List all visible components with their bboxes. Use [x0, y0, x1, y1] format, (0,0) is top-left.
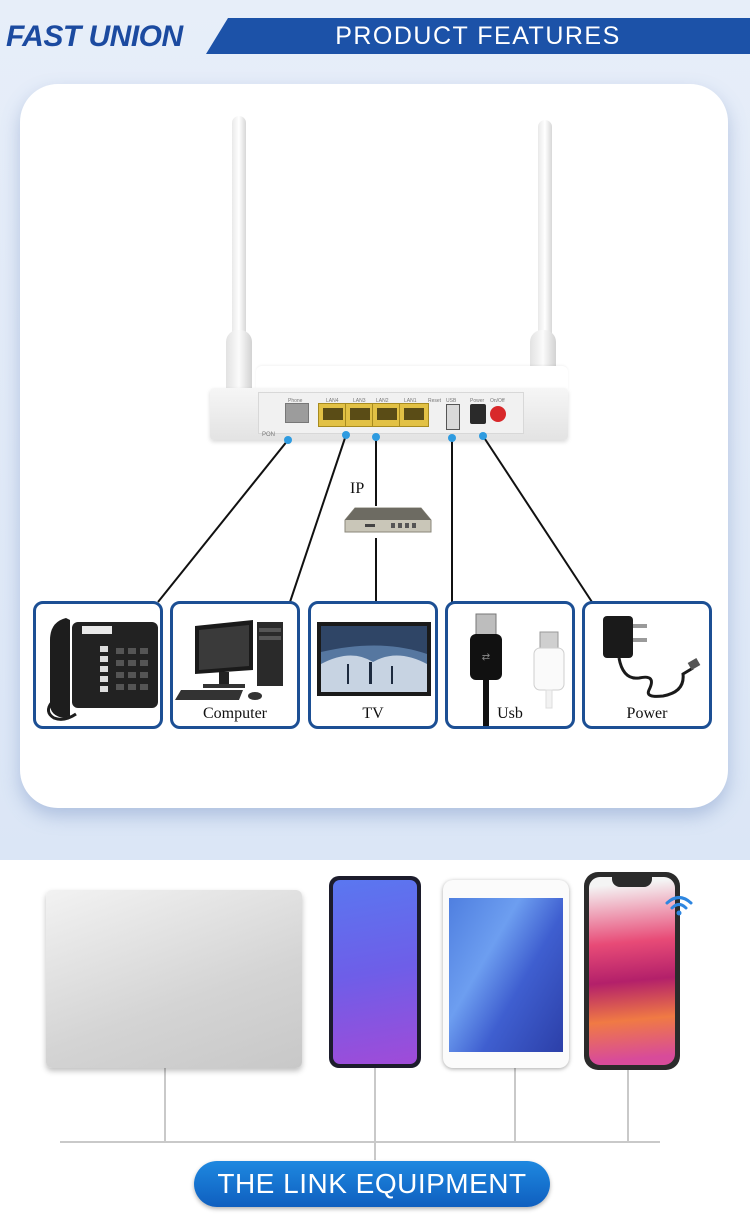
dot-usb	[448, 434, 456, 442]
device-box-power: Power	[582, 601, 712, 729]
iphone-notch	[612, 877, 652, 887]
page-title: PRODUCT FEATURES	[335, 22, 621, 50]
device-box-computer: Computer	[170, 601, 300, 729]
link-equipment-banner	[194, 1161, 550, 1207]
usb-port	[446, 404, 460, 430]
wifi-icon	[665, 896, 693, 916]
onoff-button	[490, 406, 506, 422]
tv-icon	[317, 622, 431, 696]
device-label-usb: Usb	[497, 705, 523, 722]
line-computer	[289, 434, 347, 603]
port-label-phone: Phone	[288, 398, 303, 404]
power-port	[470, 404, 486, 424]
pon-label: PON	[262, 432, 276, 438]
device-label-power: Power	[626, 705, 668, 722]
power-adapter-icon	[603, 616, 701, 698]
desk-phone-icon	[47, 618, 158, 721]
android-phone-screen	[333, 880, 417, 1064]
usb-cable-icon: ⇄	[470, 613, 565, 726]
dot-power	[479, 432, 487, 440]
router-top	[256, 366, 568, 390]
device-box-phone	[33, 601, 163, 729]
set-top-box-icon	[344, 507, 432, 533]
device-box-tv: TV	[308, 601, 438, 729]
lan1-port	[399, 403, 429, 427]
line-phone	[157, 439, 289, 603]
device-label-tv: TV	[362, 705, 384, 722]
port-label-reset: Reset	[428, 398, 442, 404]
title-band	[206, 18, 750, 54]
port-label-usb: USB	[446, 398, 457, 404]
dot-phone	[284, 436, 292, 444]
port-label-onoff: On/Off	[490, 398, 505, 404]
svg-text:⇄: ⇄	[482, 652, 490, 663]
port-label-lan1: LAN1	[404, 398, 417, 404]
computer-icon	[175, 620, 283, 700]
tablet-screen	[449, 898, 563, 1052]
brand-logo: FAST UNION	[6, 20, 183, 53]
line-power	[482, 435, 593, 603]
phone-port	[285, 403, 309, 423]
port-label-lan4: LAN4	[326, 398, 339, 404]
device-box-usb: ⇄ Usb	[445, 601, 575, 729]
iptv-label: IP	[350, 480, 365, 497]
port-label-lan2: LAN2	[376, 398, 389, 404]
dot-computer	[342, 431, 350, 439]
antenna-left	[232, 116, 246, 366]
header: FAST UNION PRODUCT FEATURES	[0, 0, 750, 58]
antenna-right	[538, 120, 552, 370]
lan2-port	[372, 403, 402, 427]
laptop-device	[46, 890, 302, 1068]
dot-tv	[372, 433, 380, 441]
link-equipment-title: THE LINK EQUIPMENT	[217, 1168, 527, 1199]
device-label-computer: Computer	[203, 705, 267, 722]
iphone-screen	[589, 877, 675, 1065]
port-label-lan3: LAN3	[353, 398, 366, 404]
port-label-power: Power	[470, 398, 485, 404]
